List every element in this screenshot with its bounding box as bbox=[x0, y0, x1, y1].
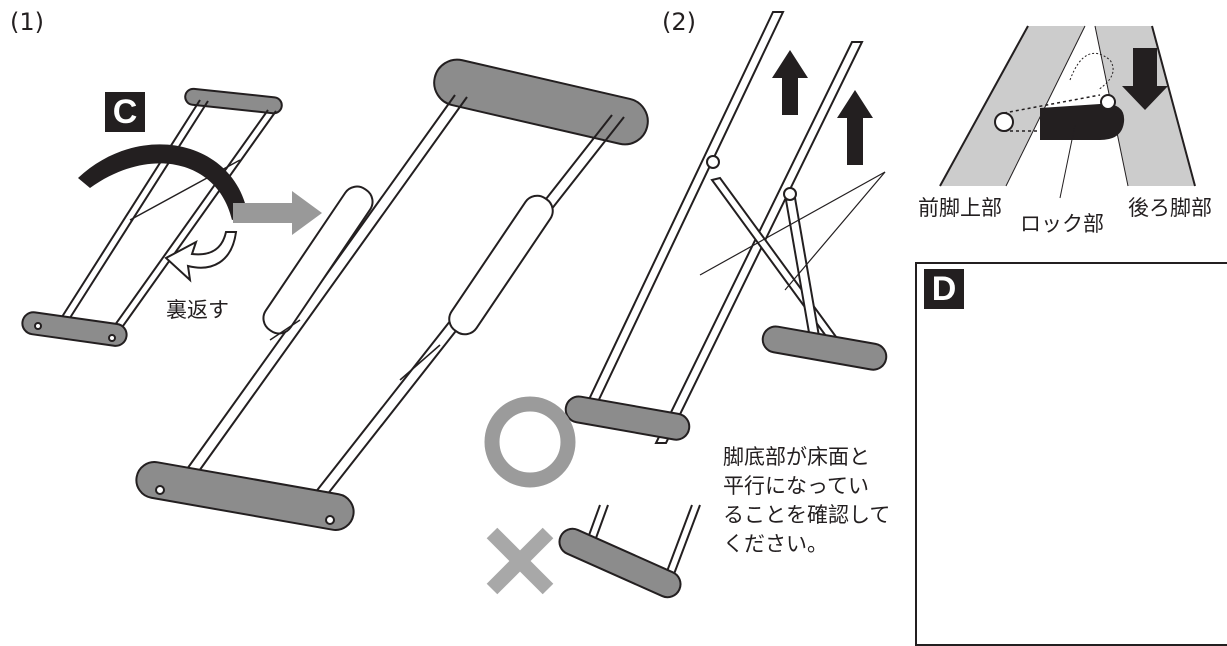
ng-cross-mark bbox=[486, 527, 554, 595]
up-arrow-icon bbox=[772, 50, 873, 165]
flip-label: 裏返す bbox=[166, 298, 229, 322]
flip-arrow-icon bbox=[78, 144, 248, 283]
note-line-4: ください。 bbox=[723, 532, 828, 556]
front-leg-top-label: 前脚上部 bbox=[918, 196, 1002, 220]
step-1-number: (1) bbox=[10, 8, 44, 36]
assembly-instruction-diagram: (1) (2) C bbox=[10, 8, 1227, 646]
next-arrow-icon bbox=[233, 191, 322, 235]
easel-standing bbox=[564, 11, 888, 444]
frame-c-small bbox=[21, 87, 283, 347]
inset-d-panel bbox=[915, 262, 1227, 646]
lock-detail-zoom bbox=[939, 25, 1196, 199]
part-d-badge: D bbox=[924, 269, 964, 309]
rear-leg-label: 後ろ脚部 bbox=[1128, 196, 1212, 220]
ok-circle-mark bbox=[484, 396, 576, 488]
note-line-1: 脚底部が床面と bbox=[723, 445, 870, 469]
part-c-badge: C bbox=[105, 92, 145, 132]
note-line-3: ることを確認して bbox=[723, 503, 891, 527]
step-2-number: (2) bbox=[662, 8, 696, 36]
parallel-check-note: 脚底部が床面と 平行になってい ることを確認して ください。 bbox=[723, 443, 890, 559]
easel-ng-example bbox=[558, 504, 701, 599]
note-line-2: 平行になってい bbox=[723, 474, 869, 498]
lock-part-label: ロック部 bbox=[1020, 212, 1104, 236]
frame-large bbox=[135, 58, 649, 531]
